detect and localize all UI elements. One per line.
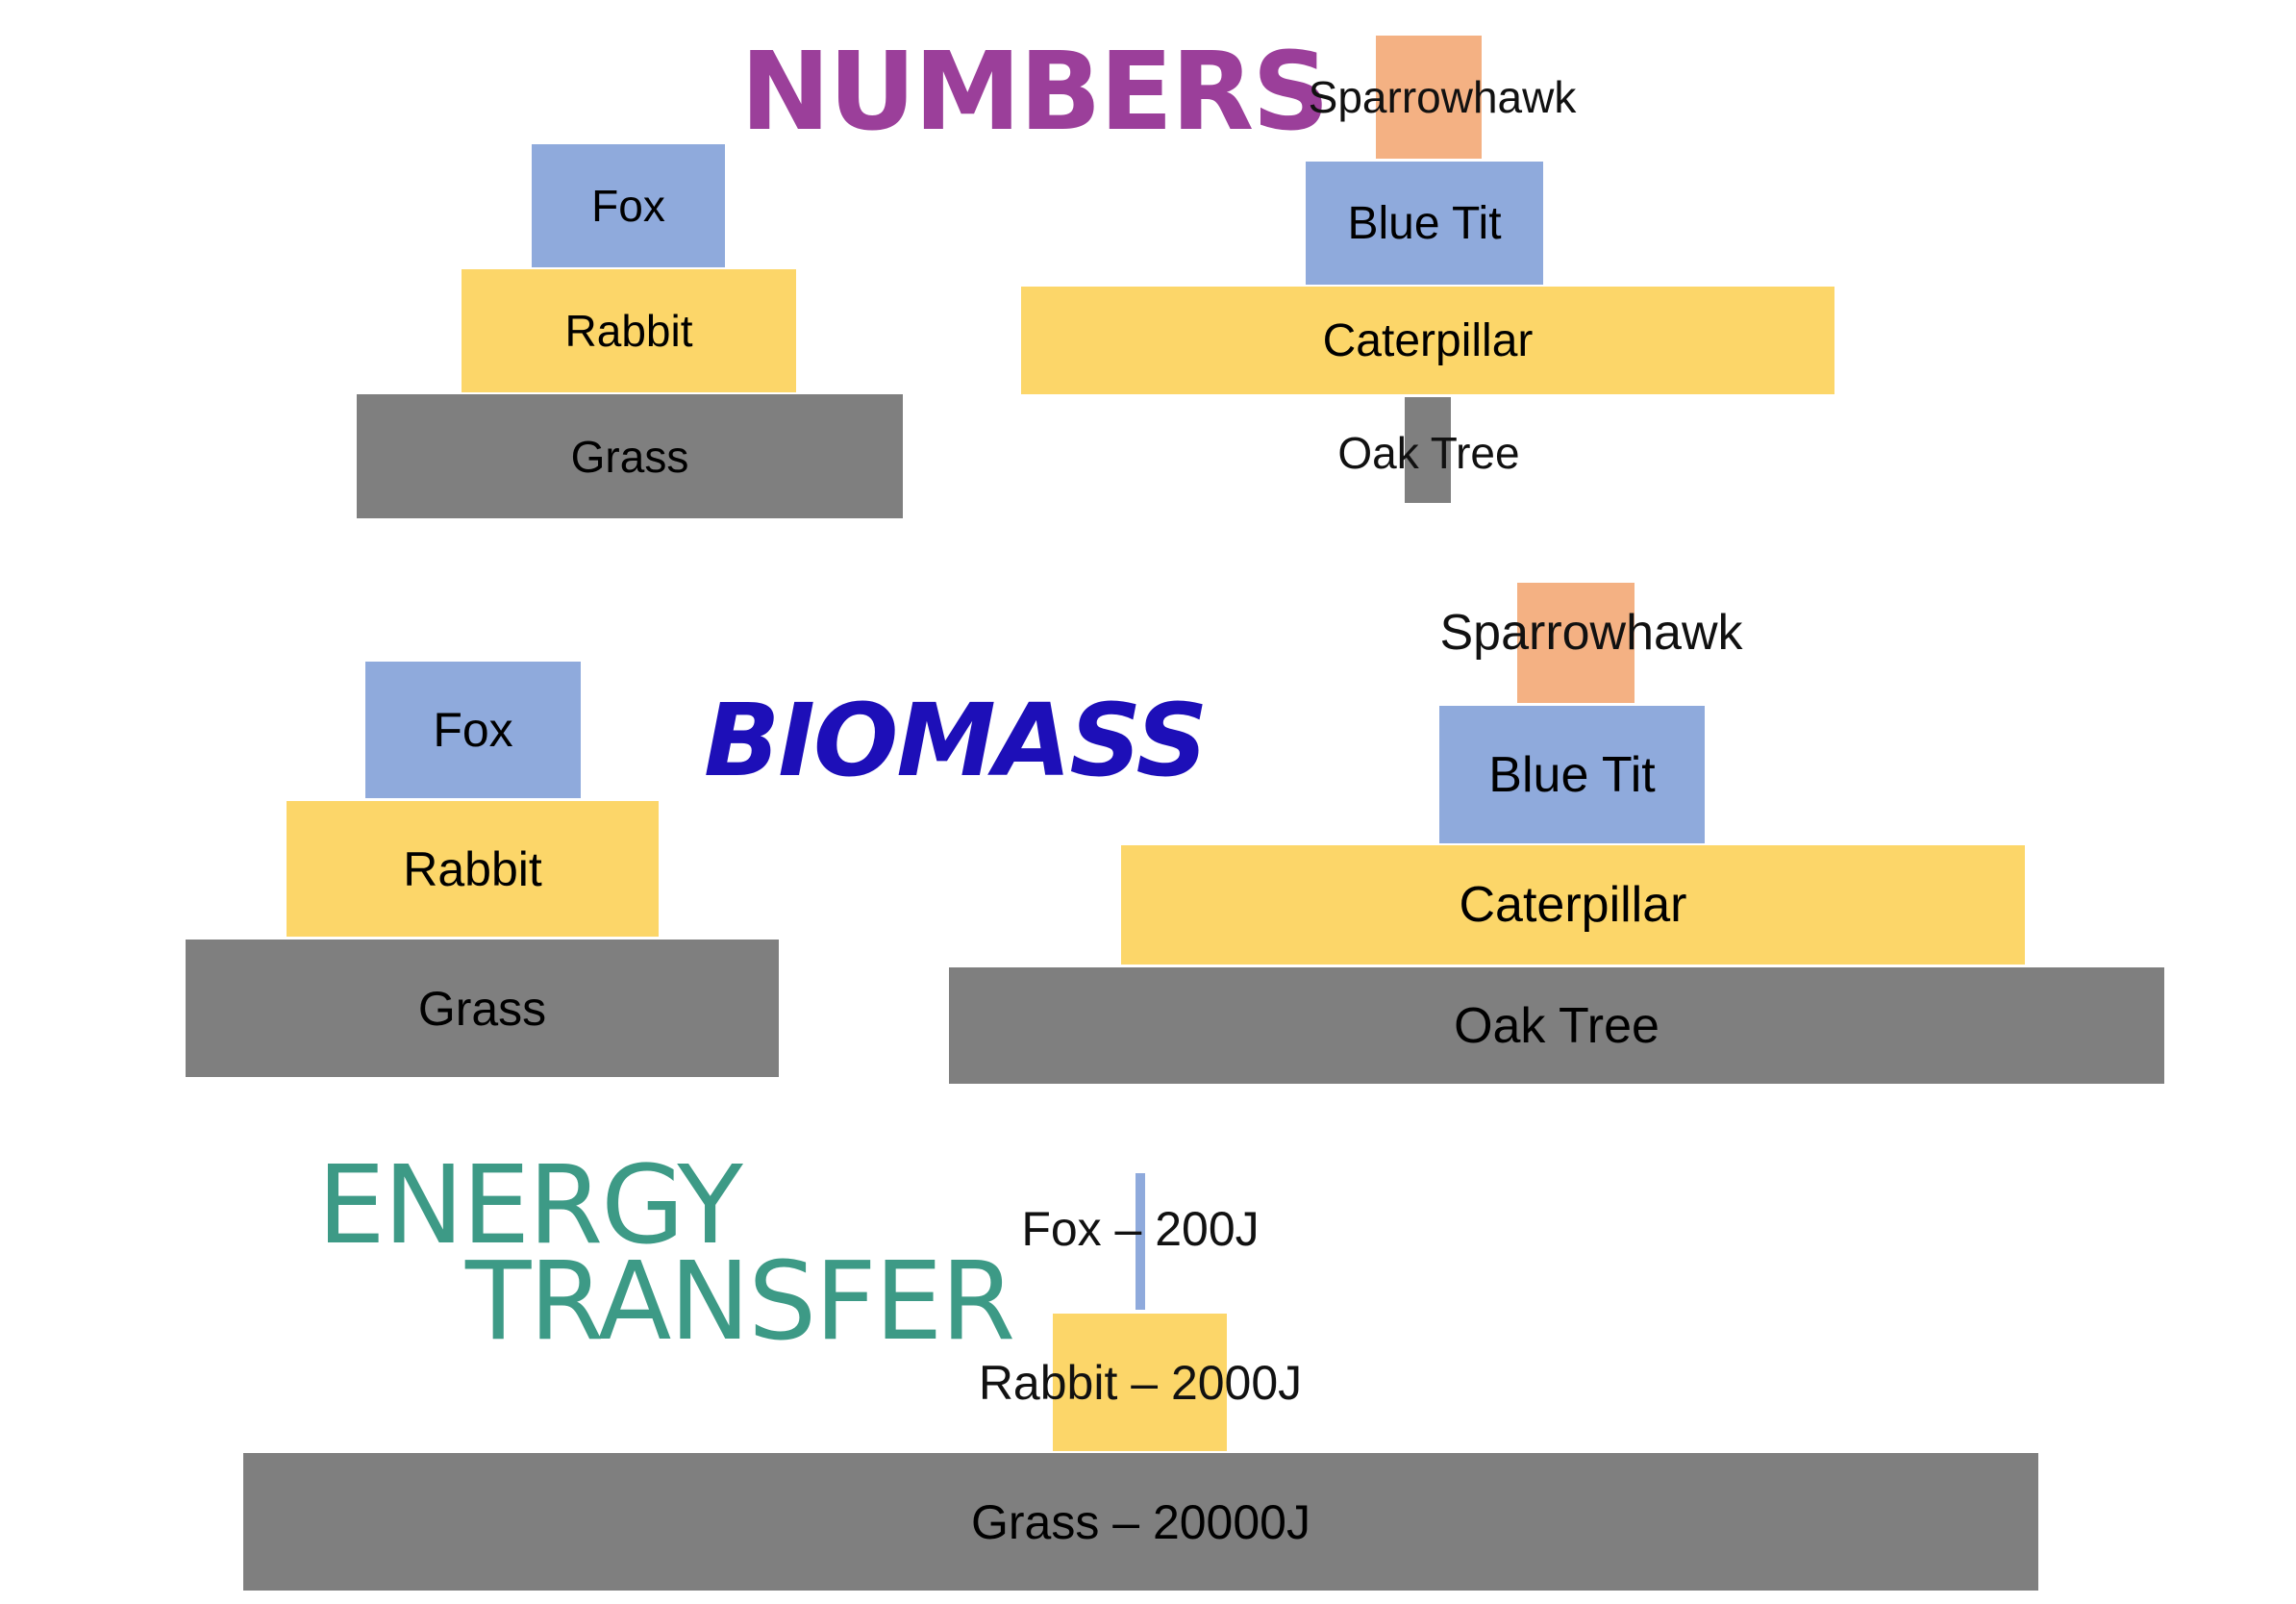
- numbers2-bluetit-label: Blue Tit: [1347, 197, 1502, 249]
- numbers2-oaktree-bar: [1405, 397, 1451, 503]
- biomass2-sparrowhawk-label: Sparrowhawk: [1439, 605, 1743, 661]
- biomass2-oaktree-bar: Oak Tree: [949, 967, 2164, 1084]
- energy-grass-label: Grass – 20000J: [971, 1494, 1310, 1549]
- numbers2-caterpillar-bar: Caterpillar: [1021, 287, 1834, 394]
- numbers2-sparrowhawk-label: Sparrowhawk: [1308, 72, 1577, 122]
- energy-grass-bar: Grass – 20000J: [243, 1453, 2038, 1591]
- energy-heading-line1: ENERGY: [317, 1143, 743, 1268]
- numbers1-fox-bar: Fox: [532, 144, 725, 267]
- numbers2-sparrowhawk-bar: [1376, 36, 1482, 159]
- biomass2-bluetit-bar: Blue Tit: [1439, 706, 1705, 843]
- energy-fox-label: Fox – 200J: [1021, 1202, 1260, 1256]
- energy-heading-line2: TRANSFER: [465, 1240, 1015, 1365]
- biomass2-caterpillar-label: Caterpillar: [1459, 877, 1687, 933]
- numbers2-caterpillar-label: Caterpillar: [1322, 314, 1534, 366]
- numbers1-grass-label: Grass: [570, 431, 689, 482]
- biomass1-rabbit-bar: Rabbit: [287, 801, 659, 937]
- energy-rabbit-bar: [1053, 1314, 1227, 1451]
- numbers2-oaktree-label: Oak Tree: [1337, 428, 1520, 478]
- biomass1-grass-bar: Grass: [186, 940, 779, 1077]
- numbers1-fox-label: Fox: [591, 181, 665, 231]
- energy-fox-bar: [1136, 1173, 1145, 1310]
- biomass2-bluetit-label: Blue Tit: [1488, 746, 1656, 803]
- biomass-heading: BIOMASS: [704, 682, 1208, 799]
- numbers1-rabbit-label: Rabbit: [564, 306, 693, 356]
- biomass2-oaktree-label: Oak Tree: [1454, 997, 1660, 1054]
- numbers1-grass-bar: Grass: [357, 394, 903, 518]
- biomass1-rabbit-label: Rabbit: [403, 841, 542, 896]
- biomass1-grass-label: Grass: [417, 981, 547, 1036]
- biomass1-fox-bar: Fox: [365, 662, 581, 798]
- numbers1-rabbit-bar: Rabbit: [462, 269, 796, 392]
- biomass2-sparrowhawk-bar: [1517, 583, 1635, 703]
- biomass2-caterpillar-bar: Caterpillar: [1121, 845, 2025, 965]
- numbers2-bluetit-bar: Blue Tit: [1306, 162, 1543, 285]
- numbers-heading: NUMBERS: [740, 30, 1330, 155]
- energy-rabbit-label: Rabbit – 2000J: [978, 1356, 1303, 1410]
- biomass1-fox-label: Fox: [433, 703, 513, 757]
